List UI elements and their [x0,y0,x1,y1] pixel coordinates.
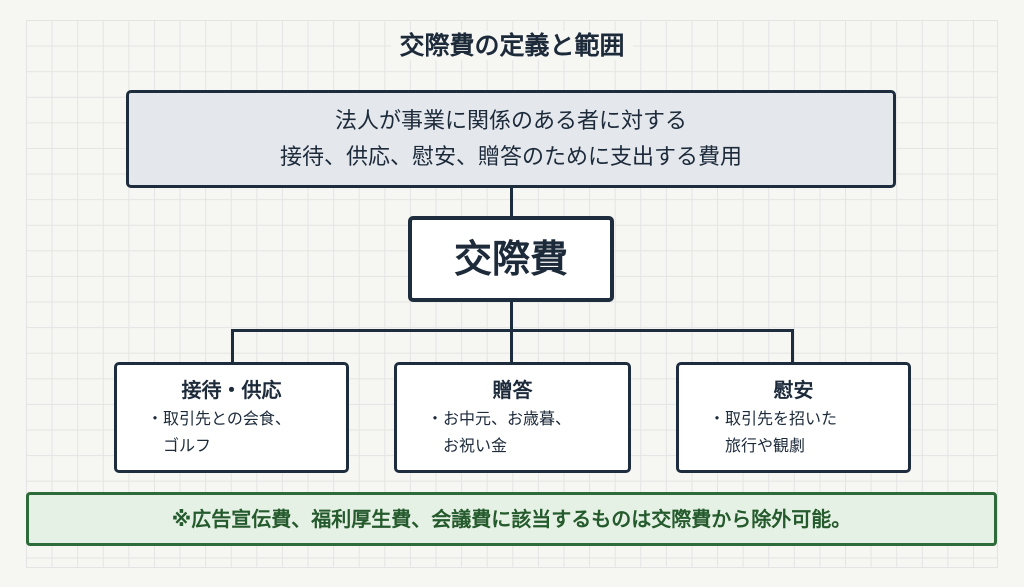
connector-line [510,188,513,217]
category-detail: お祝い金 [443,436,508,455]
category-detail: ・取引先を招いた [709,409,838,428]
title-text: 交際費の定義と範囲 [391,31,633,60]
category-heading: 慰安 [773,378,814,402]
category-box-gifts: 贈答 ・お中元、お歳暮、 お祝い金 [394,362,631,473]
category-heading: 接待・供応 [181,378,282,402]
category-detail: 旅行や観劇 [725,436,806,455]
category-box-comfort: 慰安 ・取引先を招いた 旅行や観劇 [676,362,911,473]
connector-line [231,329,234,363]
connector-line [791,329,794,363]
diagram-title: 交際費の定義と範囲 [0,26,1024,62]
definition-line-2: 接待、供応、慰安、贈答のために支出する費用 [279,145,742,170]
category-heading: 贈答 [492,378,533,402]
exclusion-note: ※広告宣伝費、福利厚生費、会議費に該当するものは交際費から除外可能。 [26,492,997,546]
category-detail: ・取引先との会食、 [147,409,291,428]
category-detail: ・お中元、お歳暮、 [427,409,572,428]
connector-line [510,329,513,363]
category-box-entertainment: 接待・供応 ・取引先との会食、 ゴルフ [114,362,349,473]
category-detail: ゴルフ [163,436,212,455]
center-node: 交際費 [408,216,614,302]
definition-line-1: 法人が事業に関係のある者に対する [334,109,687,134]
definition-box: 法人が事業に関係のある者に対する 接待、供応、慰安、贈答のために支出する費用 [126,90,896,188]
connector-line [510,302,513,331]
